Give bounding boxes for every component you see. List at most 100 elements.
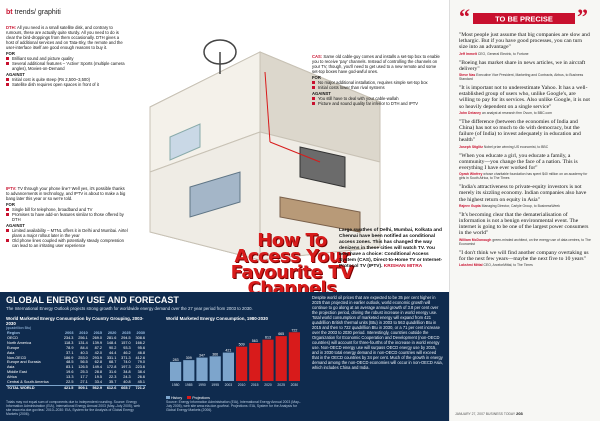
table-cell: 38.4	[137, 370, 145, 375]
quote: "Boeing has market share in news article…	[459, 60, 592, 81]
tick-label: 1990	[198, 383, 206, 387]
quote-role: Executive Vice President, Marketing and …	[459, 73, 584, 82]
table-cell: Europe	[7, 345, 20, 350]
cas-against-label: AGAINST	[312, 91, 331, 96]
summary-text: Large swathes of Delhi, Mumbai, Kolkata …	[339, 228, 443, 269]
heading-bar	[473, 13, 575, 24]
right-page: “ TO BE PRECISE ” "Most people just assu…	[449, 0, 600, 421]
table-cell: 269.0	[92, 335, 103, 340]
table-cell: 172.8	[106, 365, 117, 370]
quote-name: Oprah Winfrey	[459, 172, 484, 177]
tick-label: 2015	[251, 383, 259, 387]
quote-role: Managing Director, Carlyle Group, to Bus…	[481, 203, 560, 208]
heading-text: TO BE PRECISE	[495, 15, 553, 24]
table-cell: 45.1	[137, 380, 145, 385]
table-cell: 90.2	[108, 345, 117, 350]
chart-note: Source: Energy Information Administratio…	[166, 400, 301, 412]
table-cell: 293.9	[92, 355, 103, 360]
data-label: 665	[278, 332, 284, 336]
quote-role: CEO, ArcelorMittal, to The Times	[483, 263, 533, 268]
table-cell: 79.0	[137, 360, 145, 365]
list-item: Picture and sound quality far inferior t…	[312, 101, 444, 106]
quote: "India's attractiveness to private-equit…	[459, 184, 592, 208]
quote-name: John Delaney	[459, 110, 482, 115]
table-header-cell: 2015	[93, 331, 103, 335]
tick-label: 2010	[238, 383, 246, 387]
table-cell: 13.3	[66, 375, 74, 380]
table-cell: 509.1	[74, 384, 89, 391]
table-cell: 74.0	[123, 360, 131, 365]
byline: KRISHAN MITRA	[383, 264, 423, 269]
quote-attribution: Jeff Immelt CEO, General Electric, to Fo…	[459, 52, 592, 56]
table-cell: 308.6	[135, 335, 145, 340]
table-cell: Europe and Eurasia	[7, 360, 41, 365]
table-cell: 48.5	[66, 360, 74, 365]
tick-label: 1985	[185, 383, 193, 387]
table-header-cell: Region	[7, 331, 20, 335]
table-cell: 42.0	[94, 350, 103, 355]
table-cell: 149.4	[92, 365, 103, 370]
iptv-for-list: Single bill for telephone, broadband and…	[6, 207, 128, 222]
table-cell: 371.3	[121, 355, 131, 360]
table-cell: 612.6	[103, 384, 118, 391]
table-cell: 93.3	[123, 345, 131, 350]
list-item: Single bill for telephone, broadband and…	[6, 207, 128, 212]
chart-bar	[222, 352, 234, 381]
table-cell: OECD	[7, 335, 18, 340]
table-cell: 40.8	[123, 380, 131, 385]
table-cell: 331.1	[106, 355, 117, 360]
table-cell: Central & South America	[7, 380, 49, 385]
table-cell: 95.6	[137, 345, 145, 350]
quote-name: Joseph Stiglitz	[459, 144, 484, 149]
table-header-cell: 2025	[122, 331, 131, 335]
table-cell: 83.1	[66, 365, 74, 370]
quote-role: an analyst at research firm Ovum, to BBC…	[482, 110, 552, 115]
table-cell: 26.6	[137, 375, 145, 380]
quote-text: "It's becoming clear that the dematerial…	[459, 211, 589, 237]
section-header: bt trends/ graphiti	[6, 9, 61, 16]
table-header-cell: 2030	[136, 331, 145, 335]
energy-subtitle: The International Energy Outlook project…	[6, 306, 253, 311]
title-line: Favourite TV	[230, 262, 354, 283]
energy-chart: World Marketed Energy Consumption, 1980-…	[166, 316, 304, 416]
dth-heading: DTH:	[6, 25, 17, 30]
tick-label: 2003	[225, 383, 233, 387]
list-item: Promises to have add-on features similar…	[6, 212, 128, 222]
table-cell: 721.2	[131, 384, 146, 391]
table-cell: 46.2	[123, 350, 131, 355]
energy-title: GLOBAL ENERGY USE AND FORECAST	[6, 295, 179, 305]
energy-body-text: Despite world oil prices that are expect…	[312, 295, 443, 370]
table-cell: 34.8	[123, 370, 131, 375]
data-label: 421	[225, 349, 231, 353]
iptv-heading: IPTV:	[6, 186, 17, 191]
quote-name: Lakshmi Mittal	[459, 263, 484, 268]
table-header-cell: 2003	[64, 331, 74, 335]
energy-section: GLOBAL ENERGY USE AND FORECAST The Inter…	[0, 292, 449, 421]
iptv-for-label: FOR	[6, 202, 15, 207]
chart-bar	[275, 336, 287, 381]
tick-label: 2020	[264, 383, 272, 387]
house-illustration	[149, 39, 381, 261]
table-cell: 256.1	[78, 335, 88, 340]
chart-bar	[183, 360, 195, 381]
quote-text: "Most people just assume that big compan…	[459, 32, 590, 51]
list-item: Initial cost is quite steep (Rs 2,500–3,…	[6, 77, 126, 82]
tick-label: 2025	[277, 383, 285, 387]
quote-role: Nobel prize winning US economist, to BBC	[483, 144, 549, 149]
table-cell: 62.8	[94, 360, 103, 365]
chart-bar	[288, 332, 300, 381]
folio: JANUARY 27, 2007 BUSINESS TODAY 203	[455, 411, 523, 416]
folio-mag: BUSINESS TODAY	[485, 412, 516, 416]
quote-text: "India's attractiveness to private-equit…	[459, 184, 587, 203]
data-label: 722	[291, 328, 297, 332]
data-label: 283	[173, 358, 179, 362]
chart-bar	[262, 339, 274, 381]
quote-role: whose charitable foundation has spent $4…	[459, 172, 588, 181]
close-quote-icon: ”	[577, 8, 588, 28]
